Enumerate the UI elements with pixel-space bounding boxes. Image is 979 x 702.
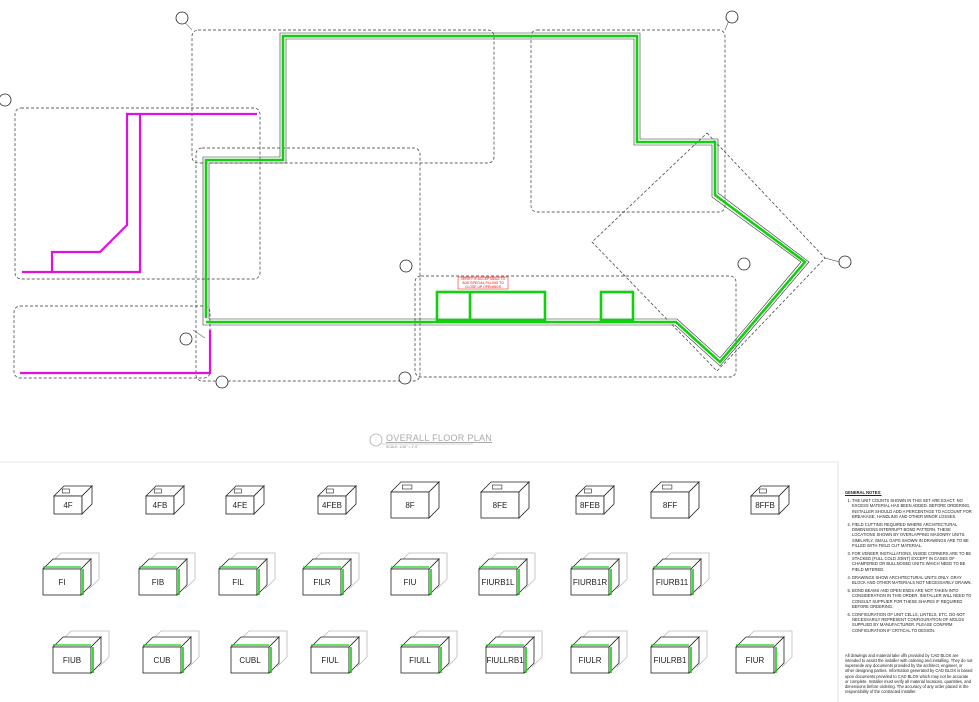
block-unit-8feb: 8FEB	[575, 485, 615, 515]
block-label: FIULLRB1	[486, 656, 524, 665]
block-unit-filr: FILR	[302, 552, 360, 596]
block-label: FIB	[152, 578, 164, 587]
view-regions	[13, 29, 826, 382]
block-unit-fiull: FIULL	[400, 630, 458, 674]
block-unit-fiurb1l: FIURB1L	[478, 552, 536, 596]
block-unit-fiub: FIUB	[52, 630, 110, 674]
block-label: FIURB1L	[482, 578, 515, 587]
block-label: CUBL	[239, 656, 261, 665]
block-label: 4F	[63, 501, 72, 510]
block-label: FIU	[404, 578, 417, 587]
block-unit-fiu: FIU	[390, 552, 448, 596]
section-tag-icon	[0, 93, 12, 107]
block-unit-fi: FI	[42, 552, 100, 596]
block-label: FIUL	[321, 656, 339, 665]
view-title-marker	[369, 433, 473, 447]
warning-box	[457, 276, 509, 290]
section-tags	[0, 10, 852, 389]
section-tag-icon	[398, 371, 412, 385]
block-label: 8FEB	[580, 501, 600, 510]
block-unit-fiulrb1: FIULRB1	[650, 630, 708, 674]
block-unit-fib: FIB	[138, 552, 196, 596]
warning-note: VERIFY IF ACCEPTABLE TO ADD SPECIAL FILL…	[460, 277, 506, 289]
block-unit-8f: 8F	[390, 481, 440, 519]
section-tag-icon	[179, 329, 206, 346]
block-label: FIUB	[63, 656, 81, 665]
note-item: DRAWINGS SHOW ARCHITECTURAL UNITS ONLY. …	[852, 575, 973, 585]
section-tag-icon	[399, 259, 413, 273]
masonry-wall-outline	[202, 32, 810, 367]
block-unit-8fe: 8FE	[480, 481, 530, 519]
note-item: FIELD CUTTING REQUIRED WHERE ARCHITECTUR…	[852, 522, 973, 548]
note-item: BOND BEAMS AND OPEN ENDS ARE NOT TAKEN I…	[852, 588, 973, 609]
block-unit-fiur: FIUR	[735, 630, 793, 674]
block-label: 4FEB	[322, 501, 342, 510]
block-unit-8ffb: 8FFB	[750, 485, 790, 515]
block-label: FIURB1R	[573, 578, 607, 587]
section-tag-icon	[724, 10, 739, 31]
block-label: 8FF	[663, 501, 677, 510]
block-label: 8FFB	[755, 501, 775, 510]
general-notes: GENERAL NOTES: THE UNIT COUNTS SHOWN IN …	[845, 490, 973, 695]
block-label: FIL	[232, 578, 244, 587]
block-library: 4F 4FB 4FE 4FEB 8F 8FE 8FEB 8FF 8FFB FI FIB FIL FILR…	[42, 481, 793, 674]
notes-disclaimer: All drawings and material take offs prov…	[845, 652, 973, 695]
block-label: FILR	[313, 578, 331, 587]
block-label: FI	[58, 578, 65, 587]
view-scale: SCALE: 1/16" = 1'-0"	[386, 445, 419, 449]
block-unit-fiullrb1: FIULLRB1	[485, 630, 543, 674]
block-label: FIUR	[746, 656, 765, 665]
block-unit-fiulr: FIULR	[570, 630, 628, 674]
block-unit-cub: CUB	[142, 630, 200, 674]
block-label: 8FE	[493, 501, 508, 510]
block-label: FIULRB1	[654, 656, 687, 665]
block-unit-4f: 4F	[53, 485, 93, 515]
block-label: CUB	[154, 656, 171, 665]
block-label: FIULR	[578, 656, 601, 665]
block-unit-fiurb11: FIURB11	[652, 552, 710, 596]
block-unit-8ff: 8FF	[650, 481, 700, 519]
block-label: FIURB11	[656, 578, 689, 587]
note-item: FOR VENEER INSTALLATIONS, INSIDE CORNERS…	[852, 551, 973, 572]
block-unit-4feb: 4FEB	[317, 485, 357, 515]
section-tag-icon	[824, 255, 852, 269]
block-unit-cubl: CUBL	[230, 630, 288, 674]
section-tag-icon	[215, 375, 229, 389]
block-label: 8F	[405, 501, 414, 510]
section-tag-icon	[737, 257, 751, 271]
block-label: 4FB	[153, 501, 168, 510]
block-label: 4FE	[233, 501, 248, 510]
block-unit-fiurb1r: FIURB1R	[570, 552, 628, 596]
veneer-lines	[20, 112, 257, 375]
view-title: OVERALL FLOOR PLAN	[386, 433, 493, 443]
note-item: THE UNIT COUNTS SHOWN IN THIS SET ARE EX…	[852, 498, 973, 519]
block-unit-4fe: 4FE	[225, 485, 265, 515]
block-unit-fiul: FIUL	[310, 630, 368, 674]
notes-header: GENERAL NOTES:	[845, 490, 882, 495]
notes-list: THE UNIT COUNTS SHOWN IN THIS SET ARE EX…	[845, 498, 973, 633]
section-tag-icon	[175, 11, 193, 31]
block-unit-fil: FIL	[218, 552, 276, 596]
block-label: FIULL	[409, 656, 431, 665]
block-unit-4fb: 4FB	[145, 485, 185, 515]
note-item: CONFIGURATION OF UNIT CELLS, LINTELS, ET…	[852, 612, 973, 633]
